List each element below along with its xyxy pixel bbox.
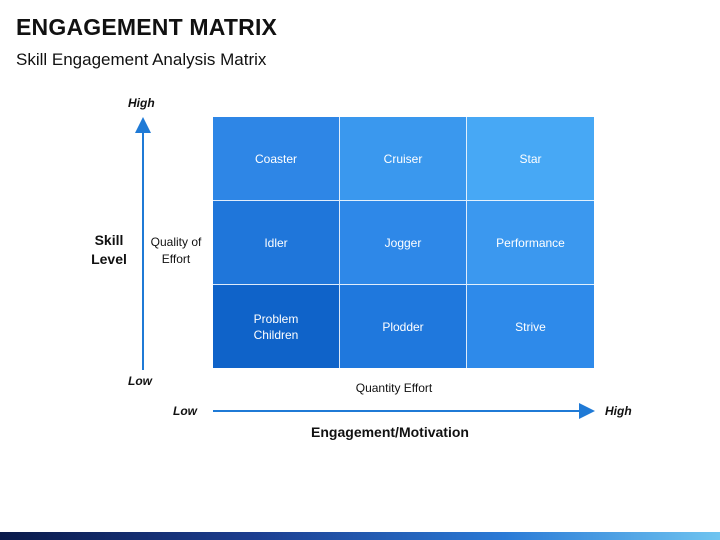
y-axis-low-label: Low [128, 374, 152, 388]
matrix-cell-cruiser: Cruiser [340, 117, 467, 201]
matrix-cell-label: Cruiser [383, 151, 423, 166]
engagement-matrix: Coaster Cruiser Star Idler Jogger Perfor… [213, 117, 594, 368]
y-axis-high-label: High [128, 96, 155, 110]
matrix-cell-strive: Strive [467, 285, 594, 368]
matrix-cell-idler: Idler [213, 201, 340, 285]
x-axis-high-label: High [605, 404, 632, 418]
y-axis-inner-label: Quality of Effort [150, 235, 202, 266]
matrix-cell-label: Jogger [384, 235, 422, 250]
matrix-cell-label: Performance [496, 235, 565, 250]
matrix-cell-label: Idler [264, 235, 288, 250]
matrix-cell-performance: Performance [467, 201, 594, 285]
matrix-cell-label: Strive [515, 319, 546, 334]
matrix-cell-jogger: Jogger [340, 201, 467, 285]
x-axis-title: Engagement/Motivation [311, 424, 469, 440]
page-title: ENGAGEMENT MATRIX [16, 14, 278, 40]
matrix-cell-label: Coaster [254, 151, 298, 166]
matrix-cell-plodder: Plodder [340, 285, 467, 368]
x-axis-inner-label: Quantity Effort [355, 381, 433, 395]
page-subtitle: Skill Engagement Analysis Matrix [16, 50, 267, 69]
matrix-cell-problem-children: Problem Children [213, 285, 340, 368]
matrix-cell-star: Star [467, 117, 594, 201]
y-axis-title: Skill Level [91, 232, 127, 267]
footer-bar [0, 532, 720, 540]
matrix-cell-label: Problem Children [253, 311, 299, 342]
x-axis-low-label: Low [173, 404, 197, 418]
matrix-cell-label: Star [519, 151, 542, 166]
matrix-cell-coaster: Coaster [213, 117, 340, 201]
matrix-cell-label: Plodder [382, 319, 424, 334]
